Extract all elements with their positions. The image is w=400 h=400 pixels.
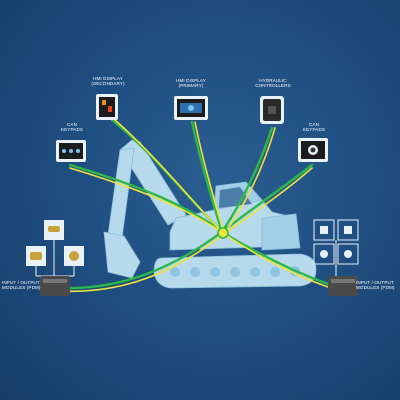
wiring-yellow [57, 119, 341, 293]
sensor-icon [69, 251, 79, 261]
label-io-left: INPUT / OUTPUT MODULES (PDM) [2, 280, 46, 291]
label-can-left-line2: KEYPADS [60, 127, 84, 133]
label-hmi-primary-line2: (PRIMARY) [178, 83, 204, 89]
label-io-left-line1: INPUT / OUTPUT [2, 280, 40, 285]
hmi-secondary-device [96, 94, 118, 120]
track-rollers [170, 266, 300, 277]
io-left-cluster [26, 220, 84, 296]
label-can-left-line1: CAN [67, 122, 77, 127]
label-hmi-secondary: HMI DISPLAY (SECONDARY) [84, 76, 132, 87]
hydraulic-controller-device [260, 96, 284, 124]
label-io-right-line2: MODULES (PDM) [356, 285, 395, 291]
sensor-icon [48, 226, 60, 232]
label-can-right-line2: KEYPADS [302, 127, 326, 133]
label-hmi-secondary-line1: HMI DISPLAY [93, 76, 123, 81]
label-io-left-line2: MODULES (PDM) [2, 285, 41, 291]
label-can-left: CAN KEYPADS [50, 122, 94, 133]
label-hydraulic-line2: CONTROLLERS [255, 83, 291, 89]
hmi-primary-device [174, 96, 208, 120]
io-right-cluster [313, 219, 359, 296]
can-keypad-left-device [56, 140, 86, 162]
sensor-icon [320, 226, 328, 234]
sensor-icon [320, 250, 328, 258]
label-io-right: INPUT / OUTPUT MODULES (PDM) [356, 280, 398, 291]
sensor-icon [344, 226, 352, 234]
label-io-right-line1: INPUT / OUTPUT [356, 280, 394, 285]
label-hydraulic: HYDRAULIC CONTROLLERS [248, 78, 298, 89]
label-hmi-secondary-line2: (SECONDARY) [91, 81, 125, 87]
joystick-icon [30, 252, 42, 260]
sensor-icon [344, 250, 352, 258]
label-can-right-line1: CAN [309, 122, 319, 127]
label-hmi-primary-line1: HMI DISPLAY [176, 78, 206, 83]
label-hmi-primary: HMI DISPLAY (PRIMARY) [167, 78, 215, 89]
can-keypad-right-device [298, 138, 328, 162]
label-hydraulic-line1: HYDRAULIC [259, 78, 287, 83]
network-hub [217, 227, 229, 239]
label-can-right: CAN KEYPADS [292, 122, 336, 133]
